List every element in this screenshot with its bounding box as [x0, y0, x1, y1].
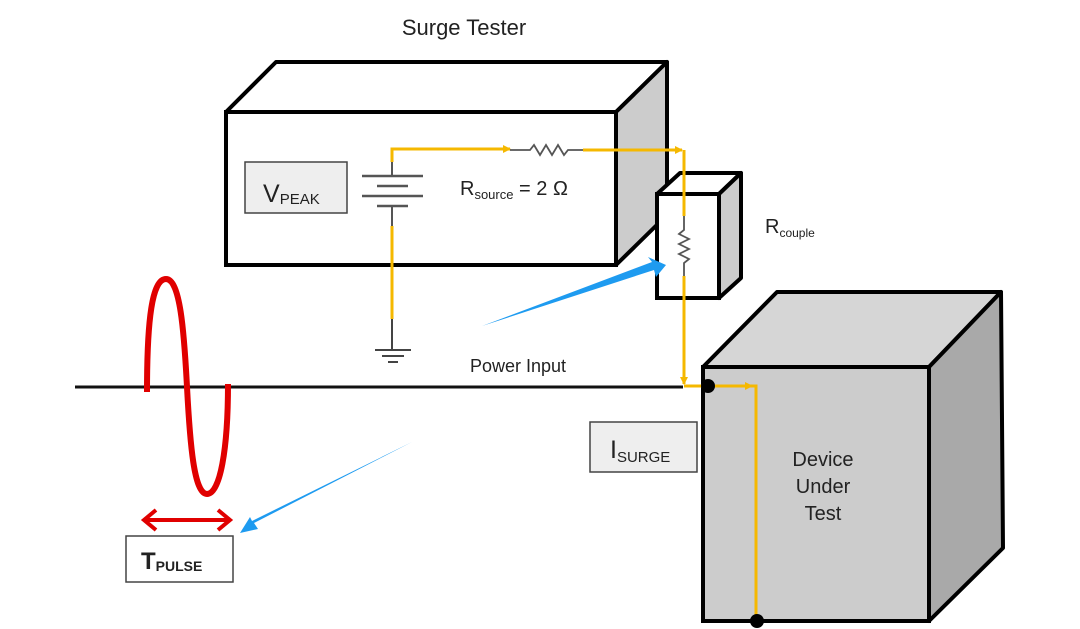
svg-text:ISURGE: ISURGE [610, 436, 670, 466]
svg-text:VPEAK: VPEAK [263, 180, 320, 208]
svg-text:TPULSE: TPULSE [141, 548, 202, 575]
dut-front-face [701, 365, 931, 623]
wire-dut-path [752, 384, 758, 621]
dut-output-node [750, 614, 764, 628]
pointer-arrow-to-rcouple-icon [482, 257, 666, 326]
device-under-test-box [701, 290, 1005, 623]
vpeak-sub: PEAK [280, 191, 320, 208]
rsource-label: Rsource = 2 Ω [460, 178, 568, 202]
isurge-label: ISURGE [589, 421, 698, 473]
resistor-rsource-icon [510, 143, 583, 157]
pulse-width-arrow-icon [140, 508, 234, 532]
vpeak-label: VPEAK [244, 161, 348, 214]
ground-icon [375, 319, 411, 363]
resistor-rcouple-icon [676, 216, 692, 276]
rcouple-box [655, 171, 743, 300]
dut-label-line-2: Under [796, 476, 851, 498]
surge-pulse-waveform [144, 275, 231, 498]
dut-label-line-1: Device [792, 449, 853, 471]
tpulse-label: TPULSE [125, 535, 234, 583]
vpeak-main: V [263, 180, 280, 208]
surge-tester-top-face [224, 60, 669, 114]
dut-label-line-3: Test [805, 503, 842, 525]
power-input-label: Power Input [470, 356, 566, 376]
wire-battery-to-rsource [390, 145, 511, 162]
rcouple-label: Rcouple [765, 216, 815, 240]
diagram-title: Surge Tester [402, 15, 526, 40]
pointer-arrow-to-tpulse-icon [240, 442, 412, 533]
dut-input-node [701, 379, 715, 393]
